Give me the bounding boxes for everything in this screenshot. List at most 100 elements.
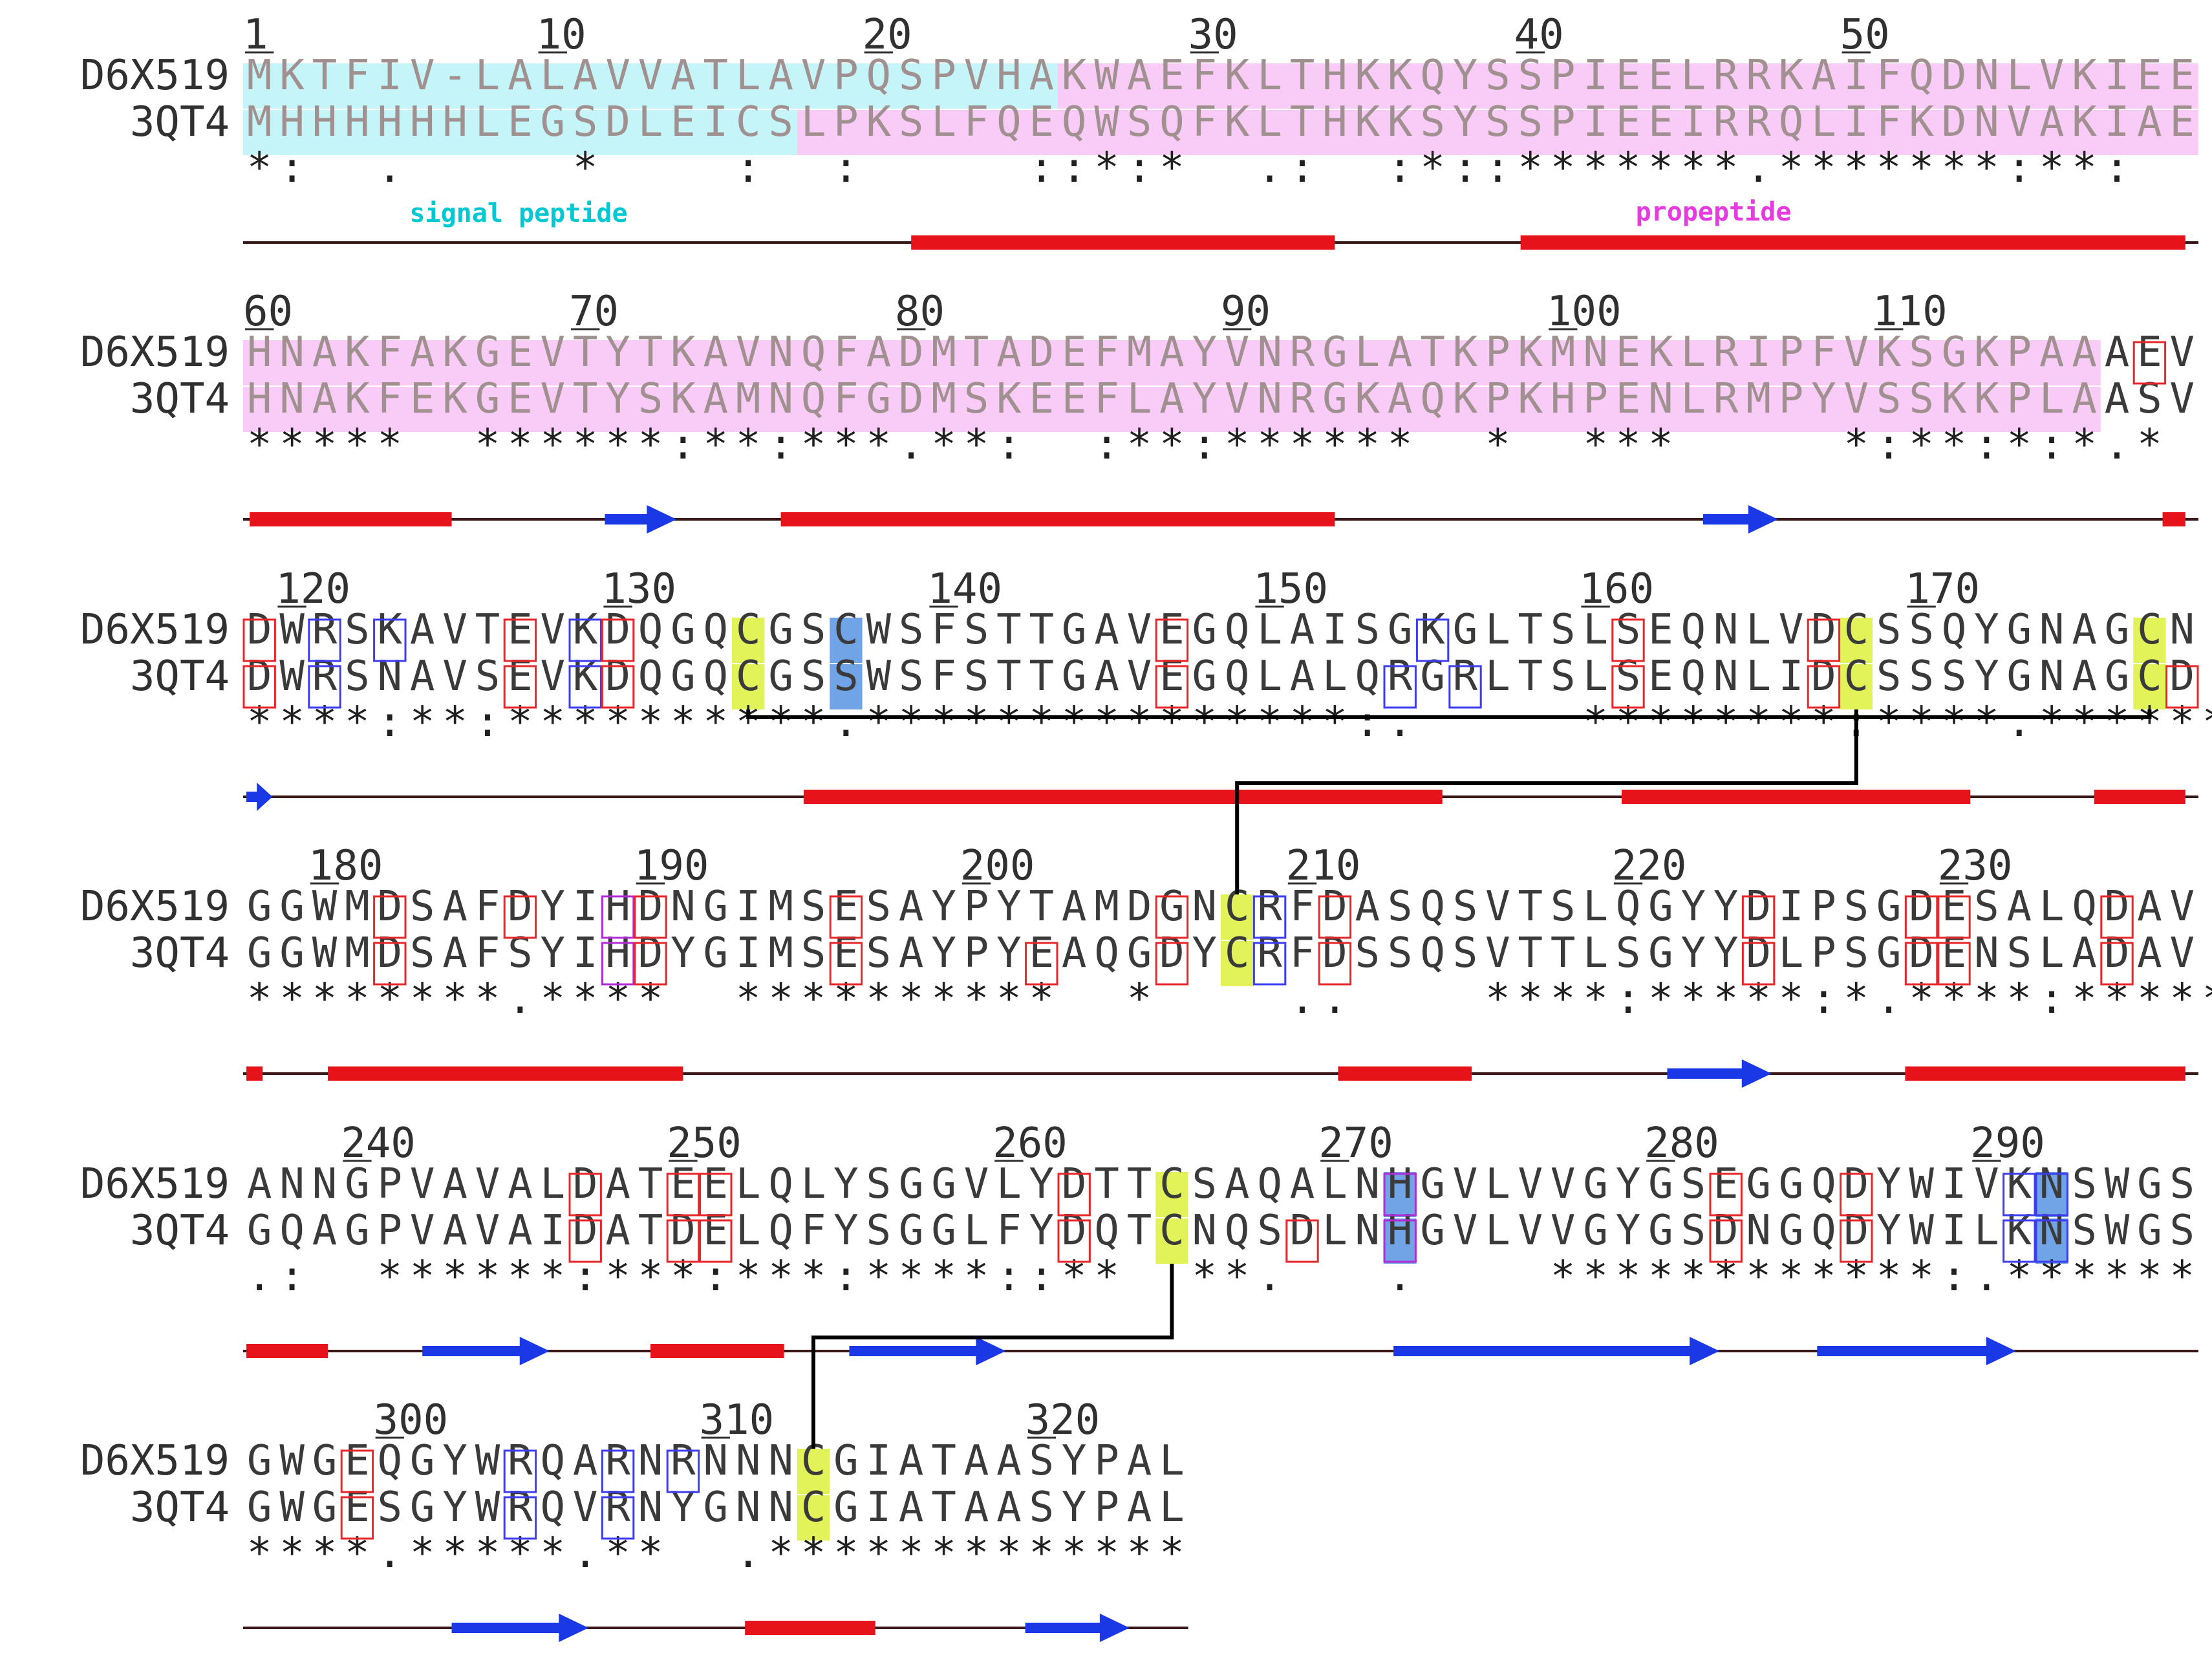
residue: S — [1127, 98, 1152, 146]
residue: Q — [378, 1437, 403, 1485]
residue: K — [1420, 606, 1445, 654]
active-site-highlight — [1384, 1172, 1417, 1217]
residue: G — [2137, 1160, 2162, 1208]
conservation-symbol: : — [1192, 421, 1218, 469]
conservation-symbol: * — [964, 1253, 989, 1301]
residue: L — [1257, 52, 1282, 100]
residue: F — [1094, 375, 1119, 423]
residue: T — [638, 1207, 663, 1255]
residue: G — [833, 1484, 859, 1531]
conservation-symbol: * — [605, 698, 630, 746]
ruler-number: 180 — [308, 842, 383, 890]
acidic-residue-box — [699, 1219, 733, 1263]
residue: E — [1648, 98, 1673, 146]
sequence-name: 3QT4 — [130, 929, 230, 977]
conservation-symbol: * — [1746, 1253, 1771, 1301]
residue: K — [1355, 98, 1380, 146]
residue: A — [1290, 653, 1315, 700]
residue: V — [1225, 329, 1250, 376]
residue: A — [1127, 1484, 1152, 1531]
conservation-symbol: * — [605, 1253, 630, 1301]
residue: V — [2170, 329, 2195, 376]
residue: Q — [703, 606, 729, 654]
residue: T — [638, 329, 663, 376]
residue: C — [1159, 1207, 1185, 1255]
residue: F — [801, 1207, 826, 1255]
residue: S — [1551, 653, 1576, 700]
residue: W — [866, 653, 892, 700]
conservation-symbol: : — [1453, 144, 1478, 192]
ruler-number: 90 — [1221, 288, 1271, 336]
residue: L — [1583, 883, 1608, 931]
conservation-symbol: : — [1942, 1253, 1967, 1301]
basic-residue-box — [1415, 618, 1450, 662]
residue: D — [671, 1207, 696, 1255]
residue: F — [1290, 929, 1315, 977]
residue: D — [247, 653, 272, 700]
cysteine-highlight — [732, 664, 765, 709]
residue: G — [1322, 329, 1348, 376]
acidic-residue-box — [242, 618, 276, 662]
residue: M — [736, 375, 761, 423]
conservation-symbol: * — [247, 1530, 272, 1577]
residue: Q — [1420, 929, 1445, 977]
conservation-symbol: * — [1779, 144, 1804, 192]
ruler-number: 240 — [341, 1120, 416, 1167]
conservation-symbol: * — [1876, 698, 1902, 746]
residue: A — [1062, 883, 1087, 931]
residue: D — [638, 929, 663, 977]
residue: P — [1094, 1484, 1119, 1531]
residue: H — [247, 375, 272, 423]
residue: D — [2105, 929, 2130, 977]
residue: Y — [996, 883, 1022, 931]
residue: G — [1779, 1160, 1804, 1208]
conservation-symbol: * — [1876, 144, 1902, 192]
residue: Q — [1257, 1160, 1282, 1208]
residue: V — [410, 52, 435, 100]
conservation-symbol: * — [638, 1253, 663, 1301]
acidic-residue-box — [601, 618, 635, 662]
conservation-symbol: . — [1388, 698, 1413, 746]
residue: L — [801, 1160, 826, 1208]
conservation-symbol: * — [1029, 698, 1055, 746]
conservation-symbol: : — [768, 421, 793, 469]
conservation-symbol: * — [638, 698, 663, 746]
residue: S — [768, 98, 793, 146]
residue: C — [1844, 653, 1869, 700]
conservation-symbol: * — [475, 421, 500, 469]
conservation-symbol: * — [1127, 975, 1152, 1023]
residue: V — [638, 52, 663, 100]
residue: D — [1746, 929, 1771, 977]
residue: T — [996, 653, 1022, 700]
residue: T — [1029, 653, 1055, 700]
sequence-name: D6X519 — [80, 1437, 230, 1485]
residue: M — [1127, 329, 1152, 376]
residue: L — [2039, 883, 2065, 931]
residue: I — [736, 929, 761, 977]
residue: Y — [1453, 52, 1478, 100]
residue: E — [833, 883, 859, 931]
residue: N — [736, 1437, 761, 1485]
conservation-symbol: : — [279, 144, 305, 192]
conservation-symbol: : — [1876, 421, 1902, 469]
residue: W — [475, 1437, 500, 1485]
conservation-symbol: : — [1094, 421, 1119, 469]
residue: S — [899, 52, 924, 100]
acidic-residue-box — [503, 665, 537, 709]
residue: K — [1876, 329, 1902, 376]
residue: F — [378, 329, 403, 376]
conservation-symbol: * — [1681, 975, 1706, 1023]
residue: T — [1551, 929, 1576, 977]
residue: E — [703, 1160, 729, 1208]
conservation-symbol: * — [2105, 698, 2130, 746]
residue: G — [279, 929, 305, 977]
conservation-symbol: * — [996, 698, 1022, 746]
residue: I — [1942, 1207, 1967, 1255]
residue: W — [2105, 1160, 2130, 1208]
conservation-symbol: * — [768, 698, 793, 746]
residue: A — [2137, 883, 2162, 931]
conservation-symbol: : — [1811, 975, 1836, 1023]
residue: Y — [1453, 98, 1478, 146]
residue: F — [996, 1207, 1022, 1255]
residue: D — [899, 329, 924, 376]
